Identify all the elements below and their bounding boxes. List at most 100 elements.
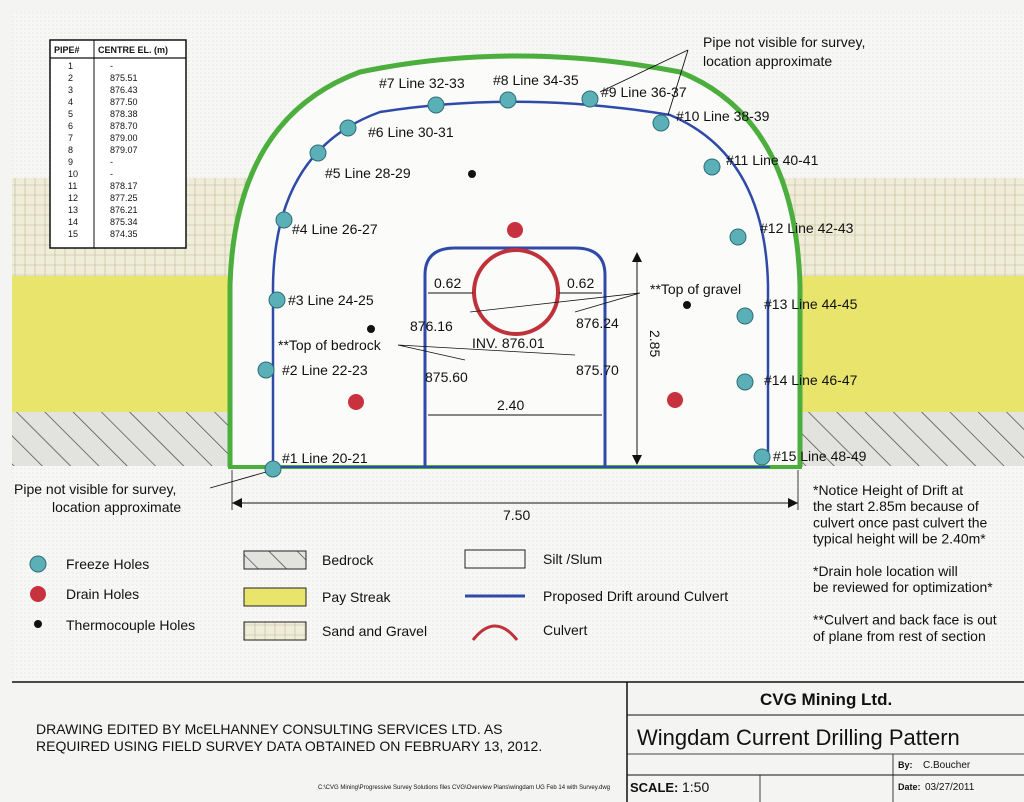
table-cell-elevation: 879.00: [110, 133, 138, 143]
table-cell-elevation: 875.51: [110, 73, 138, 83]
note-line: *Drain hole location will: [813, 563, 958, 579]
table-cell-pipe: 8: [68, 145, 73, 155]
table-cell-elevation: 878.38: [110, 109, 138, 119]
freeze-hole-4: #4 Line 26-27: [275, 211, 378, 237]
freeze-hole-14: #14 Line 46-47: [736, 372, 858, 391]
bedrock-leaders: [397, 344, 576, 361]
freeze-hole-label: #4 Line 26-27: [292, 221, 378, 237]
legend-culvert: Culvert: [543, 622, 587, 638]
scale-value: 1:50: [682, 779, 709, 795]
pipe-note-top-leaders: [599, 49, 689, 116]
legend-bedrock: Bedrock: [322, 552, 374, 568]
freeze-hole-label: #6 Line 30-31: [368, 124, 454, 140]
legend-drift: Proposed Drift around Culvert: [543, 588, 728, 604]
thermocouple-hole: [468, 170, 476, 178]
freeze-hole-9: #9 Line 36-37: [581, 84, 687, 108]
freeze-hole-1: #1 Line 20-21: [264, 450, 368, 478]
freeze-hole-12: #12 Line 42-43: [729, 220, 854, 246]
elev-left-upper: 876.16: [410, 318, 453, 334]
table-cell-elevation: 874.35: [110, 229, 138, 239]
legend-silt: Silt /Slum: [543, 551, 602, 567]
freeze-hole-label: #12 Line 42-43: [760, 220, 854, 236]
note-line: **Culvert and back face is out: [813, 612, 997, 628]
freeze-hole-5: #5 Line 28-29: [309, 144, 411, 181]
freeze-hole-label: #8 Line 34-35: [493, 72, 579, 88]
table-cell-pipe: 12: [68, 193, 78, 203]
table-cell-elevation: 876.43: [110, 85, 138, 95]
elev-left-lower: 875.60: [425, 369, 468, 385]
legend-silt-swatch: [464, 549, 526, 569]
table-cell-pipe: 5: [68, 109, 73, 119]
freeze-hole-15: #15 Line 48-49: [753, 448, 867, 466]
legend: Freeze Holes Drain Holes Thermocouple Ho…: [29, 549, 728, 641]
freeze-hole-label: #9 Line 36-37: [601, 84, 687, 100]
freeze-hole-2: #2 Line 22-23: [257, 361, 368, 379]
proposed-drift: [423, 246, 607, 467]
freeze-hole-11: #11 Line 40-41: [703, 152, 819, 176]
table-cell-pipe: 7: [68, 133, 73, 143]
legend-bedrock-swatch: [243, 550, 307, 570]
thermocouple-hole: [367, 325, 375, 333]
date-label: Date:: [898, 782, 921, 792]
legend-drain-swatch: [30, 586, 46, 602]
table-cell-pipe: 3: [68, 85, 73, 95]
legend-drain: Drain Holes: [66, 586, 139, 602]
table-cell-pipe: 15: [68, 229, 78, 239]
pipe-note-bottom-line1: Pipe not visible for survey,: [14, 481, 176, 497]
legend-freeze: Freeze Holes: [66, 556, 149, 572]
table-cell-elevation: 876.21: [110, 205, 138, 215]
table-cell-pipe: 1: [68, 61, 73, 71]
legend-paystreak-swatch: [243, 587, 307, 607]
table-cell-pipe: 4: [68, 97, 73, 107]
legend-thermo-swatch: [34, 620, 42, 628]
freeze-hole-label: #3 Line 24-25: [288, 292, 374, 308]
dim-drift-width: 2.40: [497, 397, 524, 413]
tunnel-outline: [227, 53, 803, 467]
pipe-note-bottom-leader: [209, 471, 267, 489]
table-cell-pipe: 10: [68, 169, 78, 179]
table-cell-pipe: 6: [68, 121, 73, 131]
legend-culvert-swatch: [471, 624, 519, 641]
table-cell-elevation: 875.34: [110, 217, 138, 227]
table-cell-pipe: 2: [68, 73, 73, 83]
drawing-title: Wingdam Current Drilling Pattern: [637, 725, 960, 750]
table-header-pipe: PIPE#: [54, 45, 80, 55]
note-line: *Notice Height of Drift at: [813, 482, 963, 498]
dim-right-gap: 0.62: [567, 275, 594, 291]
freeze-hole-label: #10 Line 38-39: [676, 108, 770, 124]
legend-thermo: Thermocouple Holes: [66, 617, 195, 633]
table-cell-pipe: 14: [68, 217, 78, 227]
legend-paystreak: Pay Streak: [322, 589, 391, 605]
pipe-note-bottom-line2: location approximate: [52, 499, 181, 515]
culvert: [472, 248, 560, 336]
legend-sandgravel-swatch: [243, 621, 307, 641]
table-cell-pipe: 13: [68, 205, 78, 215]
freeze-hole-3: #3 Line 24-25: [268, 291, 374, 309]
freeze-hole-8: #8 Line 34-35: [493, 72, 579, 109]
freeze-hole-10: #10 Line 38-39: [652, 108, 770, 132]
elev-right-lower: 875.70: [576, 362, 619, 378]
date-value: 03/27/2011: [925, 782, 975, 793]
freeze-hole-label: #13 Line 44-45: [764, 296, 858, 312]
table-cell-elevation: -: [110, 157, 113, 167]
gravel-leaders: [469, 292, 641, 313]
scale-label: SCALE:: [630, 780, 678, 795]
legend-sandgravel: Sand and Gravel: [322, 623, 427, 639]
pipe-note-top-line2: location approximate: [703, 53, 832, 69]
drain-hole: [507, 222, 523, 238]
freeze-hole-label: #7 Line 32-33: [379, 75, 465, 91]
note-line: of plane from rest of section: [813, 628, 986, 644]
dim-left-gap: 0.62: [434, 275, 461, 291]
by-value: C.Boucher: [923, 760, 971, 771]
freeze-hole-label: #1 Line 20-21: [282, 450, 368, 466]
table-cell-pipe: 11: [68, 181, 77, 191]
edited-line-1: DRAWING EDITED BY McELHANNEY CONSULTING …: [36, 721, 503, 737]
freeze-hole-label: #5 Line 28-29: [325, 165, 411, 181]
elev-right-upper: 876.24: [576, 315, 619, 331]
freeze-hole-6: #6 Line 30-31: [339, 119, 454, 140]
table-header-elevation: CENTRE EL. (m): [98, 45, 168, 55]
top-of-bedrock: **Top of bedrock: [278, 337, 382, 353]
note-line: typical height will be 2.40m*: [813, 531, 986, 547]
